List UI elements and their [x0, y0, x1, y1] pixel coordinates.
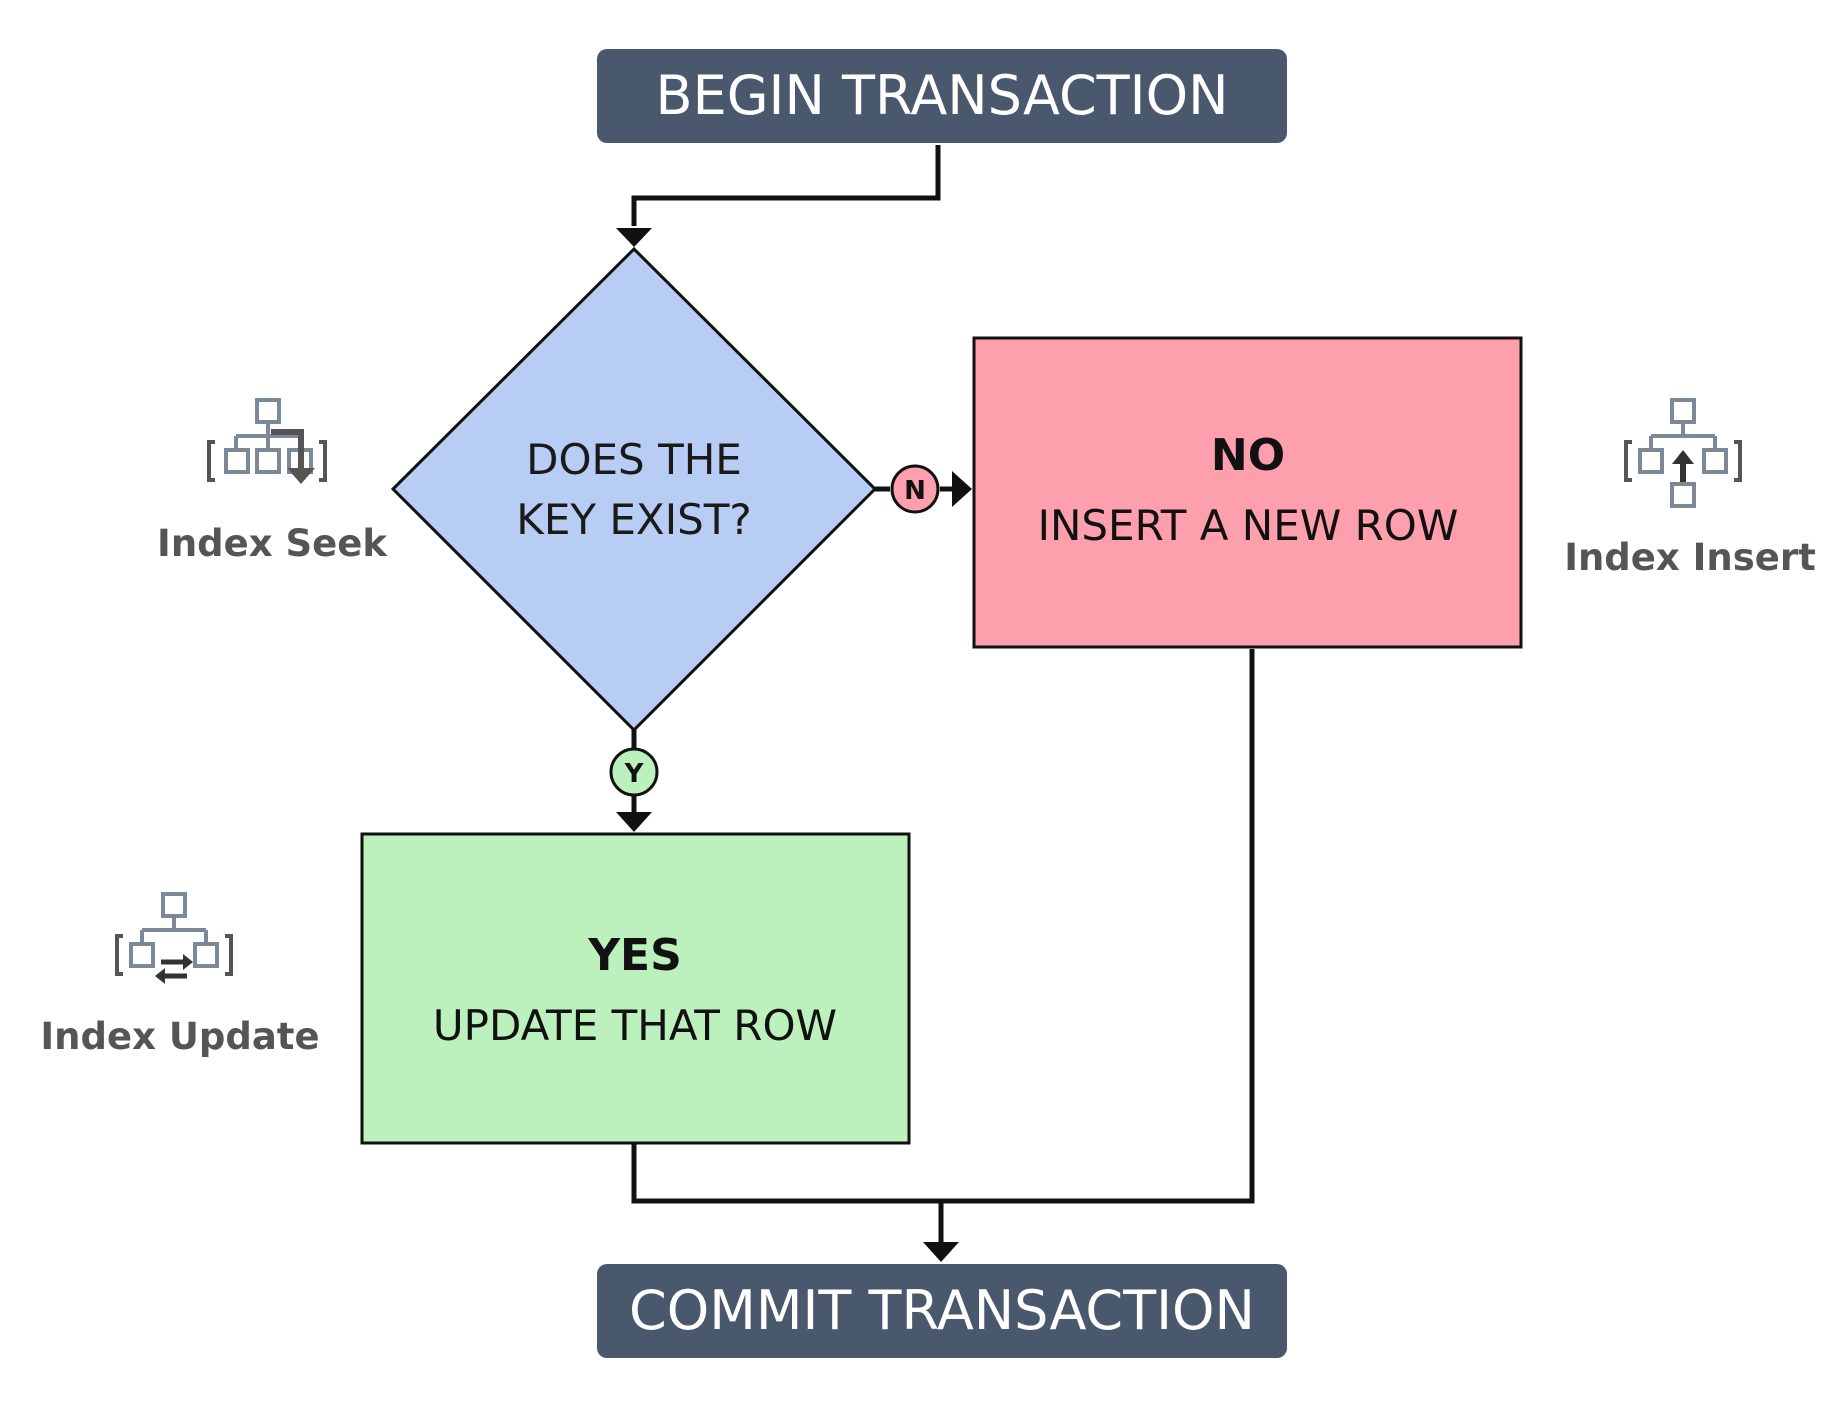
arrowhead-yes — [616, 812, 652, 832]
commit-transaction-node: COMMIT TRANSACTION — [597, 1264, 1287, 1358]
begin-transaction-node: BEGIN TRANSACTION — [597, 49, 1287, 143]
no-box — [972, 336, 1523, 649]
yes-marker-label: Y — [624, 759, 645, 789]
no-node: NO INSERT A NEW ROW — [972, 336, 1523, 649]
arrowhead-no — [952, 471, 972, 507]
arrowhead-decision — [616, 228, 652, 247]
arrowhead-commit — [923, 1242, 959, 1262]
decision-diamond — [390, 246, 878, 733]
no-marker: N — [890, 464, 940, 514]
connectors — [616, 145, 1255, 1262]
no-marker-label: N — [904, 476, 926, 506]
commit-transaction-label: COMMIT TRANSACTION — [629, 1279, 1255, 1342]
yes-node: YES UPDATE THAT ROW — [360, 832, 911, 1145]
connector-begin-to-decision — [631, 145, 941, 226]
yes-marker: Y — [609, 747, 659, 797]
index-seek-label: Index Seek — [157, 522, 388, 565]
decision-node: DOES THE KEY EXIST? — [390, 246, 878, 733]
yes-title: YES — [587, 930, 682, 981]
index-insert-icon — [1624, 398, 1742, 508]
decision-line-2: KEY EXIST? — [516, 495, 751, 544]
no-text: INSERT A NEW ROW — [1038, 501, 1459, 550]
yes-text: UPDATE THAT ROW — [433, 1001, 837, 1050]
begin-transaction-box — [597, 49, 1287, 143]
commit-transaction-box — [597, 1264, 1287, 1358]
no-marker-circle — [890, 464, 940, 514]
index-insert-label: Index Insert — [1564, 536, 1816, 579]
decision-line-1: DOES THE — [526, 435, 742, 484]
index-insert: Index Insert — [1564, 398, 1816, 579]
index-update: Index Update — [40, 892, 320, 1058]
connector-no-to-merge — [941, 649, 1255, 1204]
yes-marker-circle — [609, 747, 659, 797]
begin-transaction-label: BEGIN TRANSACTION — [656, 64, 1229, 127]
index-update-label: Index Update — [40, 1015, 319, 1058]
connector-yes-to-merge — [631, 1143, 941, 1204]
index-seek-icon — [207, 398, 327, 484]
no-title: NO — [1211, 430, 1285, 481]
yes-box — [360, 832, 911, 1145]
index-update-icon — [115, 892, 233, 984]
index-seek: Index Seek — [157, 398, 388, 565]
